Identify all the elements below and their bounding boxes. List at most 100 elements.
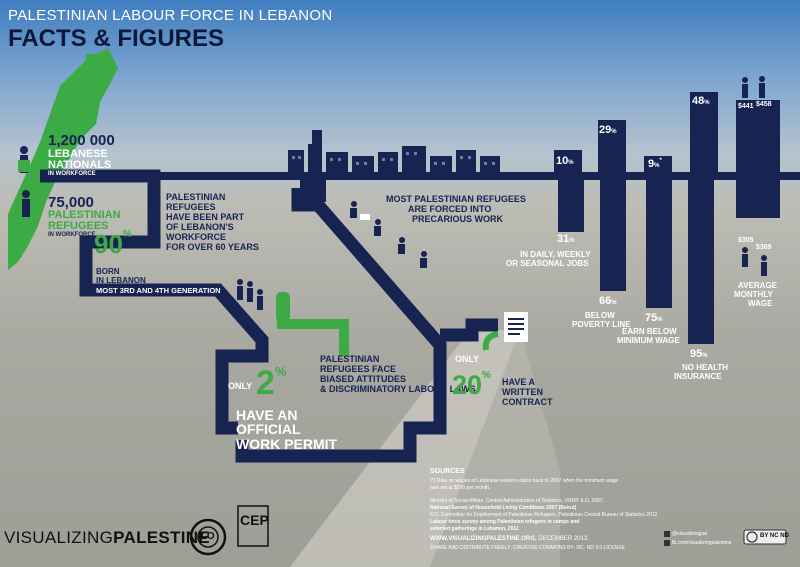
generation-label: MOST 3RD AND 4TH GENERATION (96, 286, 221, 295)
stat-palestinian-label-2: REFUGEES (48, 220, 109, 232)
ilo-logo-text: ILO (198, 531, 215, 542)
workforce-desc-2: REFUGEES (166, 202, 216, 212)
pipe-path (40, 169, 498, 463)
permit-only-label: ONLY (228, 381, 253, 391)
header-subtitle: PALESTINIAN LABOUR FORCE IN LEBANON (8, 7, 333, 24)
bar-palestinian-wage (736, 176, 780, 218)
workforce-desc-5: WORKFORCE (166, 232, 226, 242)
footer-website-url[interactable]: WWW.VISUALIZINGPALESTINE.ORG, (430, 536, 537, 542)
contract-document-icon (504, 312, 528, 342)
cep-logo-text: CEP (240, 512, 269, 528)
footer-license: SHARE AND DISTRIBUTE FREELY: CREATIVE CO… (430, 545, 625, 551)
sources-line-3: ILO, Committee for Employment of Palesti… (430, 512, 659, 518)
permit-value: 2% (256, 364, 286, 403)
stat-palestinian-sub: IN WORKFORCE (48, 232, 96, 238)
bar-value-lebanese-daily-number: 10 (556, 155, 569, 167)
pipe-joint (300, 178, 326, 202)
bar-value-palestinian-daily-symbol: % (569, 238, 575, 244)
bar-below-minimum-wage (646, 176, 672, 308)
bar-lebanese-minimum-wage (644, 156, 672, 174)
bar-daily-seasonal-jobs (558, 176, 584, 232)
bar-no-health-insurance (688, 176, 714, 344)
bar-below-poverty-line (600, 176, 626, 291)
bias-text-1: PALESTINIAN (320, 354, 380, 364)
sources-note-1: (*) Data on wages of Lebanese workers da… (430, 478, 619, 484)
sources-line-4: Labour force survey among Palestinian re… (430, 519, 580, 525)
bar-value-lebanese-daily: 10% (556, 155, 574, 167)
bar-value-palestinian-health-number: 95 (690, 348, 703, 360)
bar-label-minwage-2: MINIMUM WAGE (617, 336, 680, 345)
wage-lebanese-female: $441 (738, 103, 754, 110)
bar-value-palestinian-health: 95% (690, 348, 708, 360)
facebook-handle[interactable]: fb.com/visualizingpalestine (672, 540, 732, 546)
contract-label-1: HAVE A (502, 377, 536, 387)
bar-value-lebanese-poverty-number: 29 (599, 124, 612, 136)
bar-value-palestinian-minwage: 75% (645, 312, 663, 324)
bias-text-4: & DISCRIMINATORY LABOUR LAWS (320, 384, 476, 394)
brand-word-1: VISUALIZING (4, 528, 114, 547)
bar-value-palestinian-daily-number: 31 (557, 233, 570, 245)
people-figures (20, 76, 767, 310)
precarious-text-1: MOST PALESTINIAN REFUGEES (386, 194, 526, 204)
wage-lebanese-male: $458 (756, 101, 772, 108)
lebanon-map-silhouette (8, 48, 118, 270)
bar-value-palestinian-poverty-number: 66 (599, 295, 612, 307)
bar-value-palestinian-minwage-number: 75 (645, 312, 658, 324)
worker-box-icon (360, 214, 370, 220)
bar-value-lebanese-poverty-symbol: % (611, 129, 617, 135)
contract-symbol: % (482, 370, 491, 381)
precarious-text-3: PRECARIOUS WORK (412, 214, 504, 224)
sources-line-2: National Survey of Household Living Cond… (430, 505, 577, 511)
bar-value-palestinian-minwage-symbol: % (657, 317, 663, 323)
stat-lebanese-value: 1,200 000 (48, 132, 115, 149)
wage-palestinian-female: $305 (738, 237, 754, 244)
bar-label-health-1: NO HEALTH (682, 363, 729, 372)
twitter-handle[interactable]: @visualizingpal (672, 531, 707, 537)
bar-label-poverty-2: POVERTY LINE (572, 320, 631, 329)
workforce-desc-4: OF LEBANON'S (166, 222, 234, 232)
bias-text-2: REFUGEES FACE (320, 364, 397, 374)
brand-wordmark: VISUALIZINGPALESTINE (4, 528, 210, 548)
stat-lebanese-label-1: LEBANESE (48, 148, 108, 160)
contract-label-2: WRITTEN (502, 387, 543, 397)
permit-number: 2 (256, 364, 275, 402)
green-stop-pipe (277, 300, 349, 356)
precarious-text-2: ARE FORCED INTO (408, 204, 492, 214)
city-skyline (288, 130, 500, 172)
stat-palestinian-value: 75,000 (48, 194, 94, 211)
facebook-icon (664, 540, 670, 546)
bar-value-palestinian-health-symbol: % (702, 353, 708, 359)
workforce-desc-6: FOR OVER 60 YEARS (166, 242, 259, 252)
bar-value-lebanese-health-number: 48 (692, 95, 705, 107)
bar-value-lebanese-minwage-note: * (659, 158, 662, 164)
creative-commons-badge (743, 529, 787, 545)
stop-hand-icon (276, 292, 290, 322)
bar-value-palestinian-daily: 31% (557, 233, 575, 245)
bar-lebanese-daily-jobs (554, 150, 582, 174)
stat-lebanese-sub: IN WORKFORCE (48, 171, 96, 177)
bar-label-poverty-1: BELOW (585, 311, 615, 320)
bar-value-lebanese-health: 48% (692, 95, 710, 107)
sources-line-5: selected gatherings in Lebanon, 2011 (430, 526, 519, 532)
sources-note-2: was set at $200 per month. (430, 485, 491, 491)
map-tip (86, 54, 104, 68)
wage-palestinian-male: $369 (756, 244, 772, 251)
bar-value-lebanese-minwage-number: 9 (648, 158, 655, 170)
footer-date: DECEMBER 2013. (536, 536, 589, 542)
born-lebanon-1: BORN (96, 267, 120, 276)
brand-word-2: PALESTINE (113, 528, 210, 547)
cc-badge-text: BY NC ND (760, 533, 789, 539)
contract-number: 20 (452, 370, 483, 400)
bar-value-palestinian-poverty: 66% (599, 295, 617, 307)
cep-logo (237, 505, 269, 547)
bar-label-daily-1: IN DAILY, WEEKLY (520, 250, 591, 259)
bar-value-lebanese-daily-symbol: % (568, 160, 574, 166)
sources-line-1: Ministry of Social Affairs, Central Admi… (430, 498, 605, 504)
bar-value-lebanese-minwage: 9%* (648, 158, 662, 170)
contract-arrow-icon (482, 331, 499, 351)
stat-90-symbol: % (122, 229, 132, 240)
stat-90-value: 90% (94, 229, 132, 260)
bar-value-lebanese-poverty: 29% (599, 124, 617, 136)
